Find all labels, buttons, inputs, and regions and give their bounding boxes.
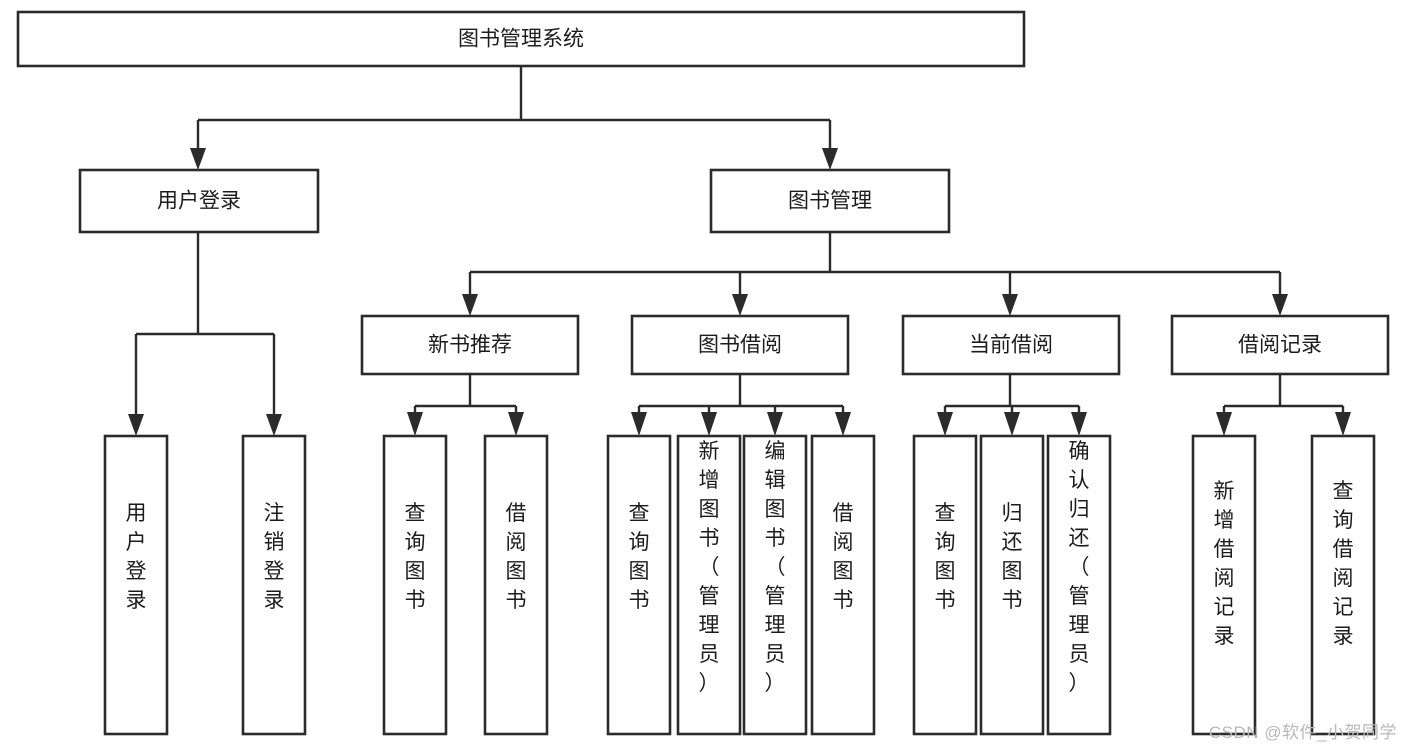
- connector-userlogin-to-leaves: [128, 232, 282, 436]
- arrow-head: [1335, 412, 1351, 436]
- leaf-confirm-return-admin[interactable]: 确认归还（管理员）: [1046, 434, 1112, 736]
- node-label: 借阅图书: [506, 502, 527, 612]
- connector-bookmgmt-to-level3: [462, 232, 1288, 316]
- leaf-add-book-admin[interactable]: 新增图书（管理员）: [676, 434, 742, 736]
- node-box: [810, 434, 876, 736]
- arrow-head: [631, 412, 647, 436]
- arrow-head: [767, 412, 783, 436]
- leaf-query-borrow-record[interactable]: 查询借阅记录: [1310, 434, 1376, 736]
- leaf-query-book-borrow[interactable]: 查询图书: [606, 434, 672, 736]
- node-box: [1310, 434, 1376, 736]
- arrow-head: [1004, 412, 1020, 436]
- node-label: 确认归还（管理员）: [1069, 440, 1090, 695]
- leaf-query-book-current[interactable]: 查询图书: [912, 434, 978, 736]
- leaf-borrow-book-newbook[interactable]: 借阅图书: [483, 434, 549, 736]
- arrow-head: [1071, 412, 1087, 436]
- arrow-head: [822, 148, 838, 170]
- node-label: 图书管理系统: [458, 28, 584, 51]
- node-box: [676, 434, 742, 736]
- node-box: [103, 434, 169, 736]
- node-label: 借阅记录: [1238, 334, 1322, 357]
- arrow-head: [1002, 294, 1018, 316]
- node-box: [709, 168, 951, 234]
- node-box: [979, 434, 1045, 736]
- node-label: 查询图书: [405, 502, 426, 612]
- arrow-head: [1272, 294, 1288, 316]
- node-box: [742, 434, 808, 736]
- node-label: 新增借阅记录: [1214, 480, 1235, 648]
- node-user-login[interactable]: 用户登录: [78, 168, 320, 234]
- arrow-head: [508, 412, 524, 436]
- node-label: 新书推荐: [428, 334, 512, 357]
- arrow-head: [266, 414, 282, 436]
- node-box: [360, 314, 580, 376]
- node-box: [912, 434, 978, 736]
- node-borrow-record[interactable]: 借阅记录: [1170, 314, 1390, 376]
- arrow-head: [128, 414, 144, 436]
- node-label: 用户登录: [126, 502, 147, 612]
- csdn-watermark: CSDN @软件_小贺同学: [1208, 723, 1397, 742]
- node-box: [382, 434, 448, 736]
- leaf-borrow-book[interactable]: 借阅图书: [810, 434, 876, 736]
- arrow-head: [835, 412, 851, 436]
- connector-root-to-level2: [190, 66, 838, 170]
- connector-newbook-to-leaves: [407, 374, 524, 436]
- node-label: 编辑图书（管理员）: [765, 440, 786, 695]
- node-label: 新增图书（管理员）: [699, 440, 720, 695]
- leaf-user-login[interactable]: 用户登录: [103, 434, 169, 736]
- leaf-add-borrow-record[interactable]: 新增借阅记录: [1191, 434, 1257, 736]
- connector-record-to-leaves: [1216, 374, 1351, 436]
- node-box: [1191, 434, 1257, 736]
- node-box: [901, 314, 1121, 376]
- node-box: [1046, 434, 1112, 736]
- arrow-head: [190, 148, 206, 170]
- node-box: [1170, 314, 1390, 376]
- arrow-head: [701, 412, 717, 436]
- node-label: 归还图书: [1002, 502, 1023, 612]
- arrow-head: [1216, 412, 1232, 436]
- node-box: [16, 10, 1026, 68]
- node-box: [241, 434, 307, 736]
- node-label: 用户登录: [157, 190, 241, 213]
- arrow-head: [407, 412, 423, 436]
- node-current-borrow[interactable]: 当前借阅: [901, 314, 1121, 376]
- node-label: 当前借阅: [969, 334, 1053, 357]
- leaf-edit-book-admin[interactable]: 编辑图书（管理员）: [742, 434, 808, 736]
- node-label: 查询图书: [935, 502, 956, 612]
- node-new-book-recommend[interactable]: 新书推荐: [360, 314, 580, 376]
- node-book-management[interactable]: 图书管理: [709, 168, 951, 234]
- connector-current-to-leaves: [937, 374, 1087, 436]
- node-label: 图书管理: [788, 190, 872, 213]
- node-book-borrow[interactable]: 图书借阅: [630, 314, 850, 376]
- node-box: [630, 314, 850, 376]
- arrow-head: [732, 294, 748, 316]
- node-box: [483, 434, 549, 736]
- arrow-head: [937, 412, 953, 436]
- node-box: [78, 168, 320, 234]
- node-label: 图书借阅: [698, 334, 782, 357]
- node-box: [606, 434, 672, 736]
- node-label: 查询借阅记录: [1333, 480, 1354, 648]
- node-label: 借阅图书: [833, 502, 854, 612]
- node-root[interactable]: 图书管理系统: [16, 10, 1026, 68]
- arrow-head: [462, 294, 478, 316]
- node-label: 查询图书: [629, 502, 650, 612]
- leaf-query-book-newbook[interactable]: 查询图书: [382, 434, 448, 736]
- leaf-logout[interactable]: 注销登录: [241, 434, 307, 736]
- node-label: 注销登录: [264, 502, 285, 612]
- connector-borrow-to-leaves: [631, 374, 851, 436]
- leaf-return-book[interactable]: 归还图书: [979, 434, 1045, 736]
